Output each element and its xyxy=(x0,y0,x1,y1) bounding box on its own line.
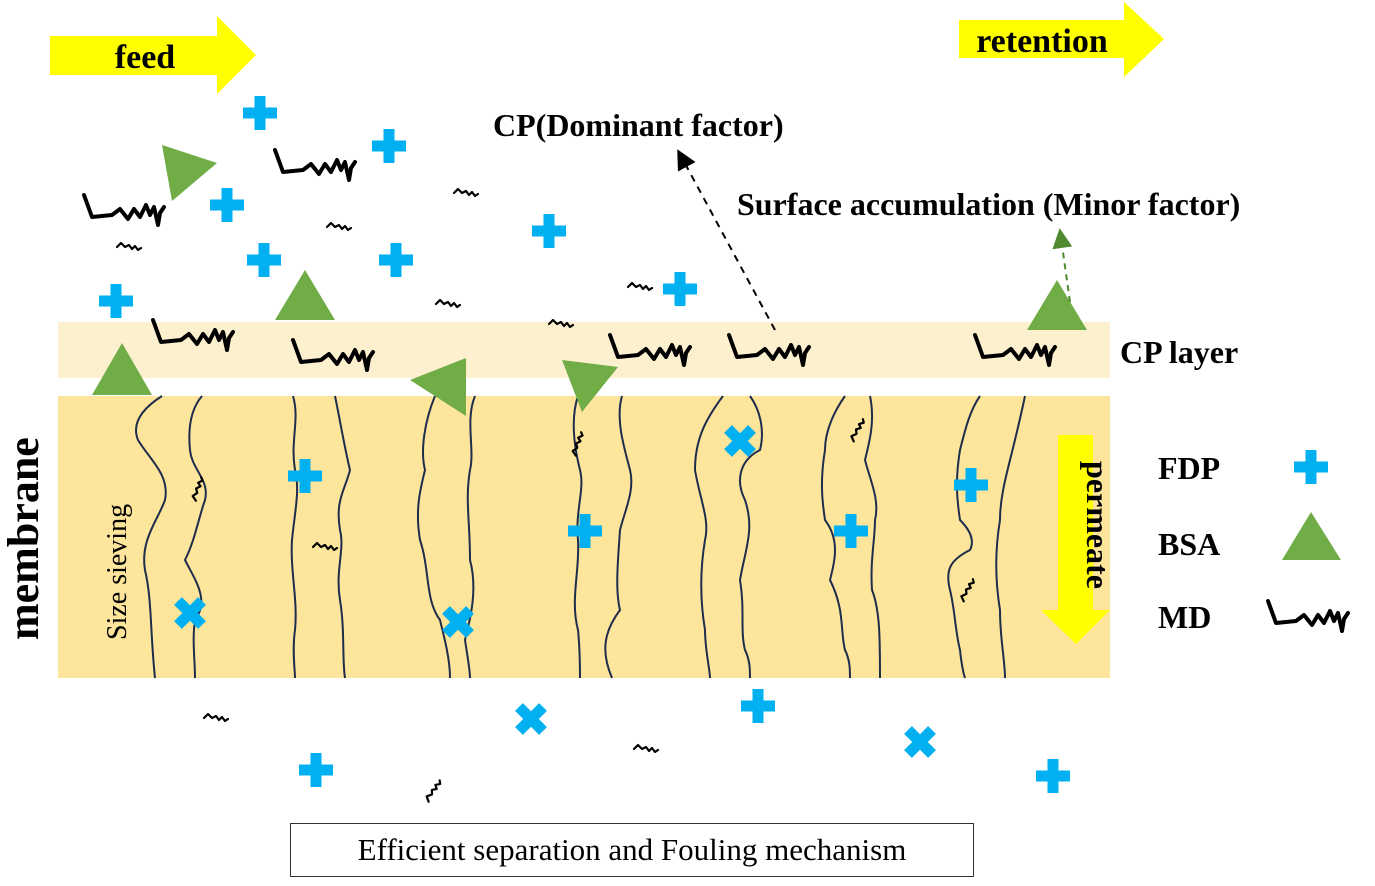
size-sieving-label: Size sieving xyxy=(102,504,133,640)
legend-md-icon xyxy=(1266,599,1350,633)
legend-label-fdp: FDP xyxy=(1158,450,1220,486)
feed-label: feed xyxy=(115,39,176,76)
caption-text: Efficient separation and Fouling mechani… xyxy=(357,832,907,867)
md-small xyxy=(202,712,230,723)
fdp-cross xyxy=(1036,759,1070,793)
legend: FDP BSA MD xyxy=(1158,450,1350,635)
permeate-arrow: permeate xyxy=(1041,435,1116,644)
md-small xyxy=(626,281,654,292)
permeate-label: permeate xyxy=(1080,461,1116,589)
fdp-x xyxy=(895,717,945,767)
membrane-pores xyxy=(135,395,1026,679)
membrane-label: membrane xyxy=(0,437,48,640)
md-small xyxy=(434,298,462,309)
bsa-triangle xyxy=(275,270,335,320)
fdp-cross xyxy=(210,188,244,222)
md-small xyxy=(423,777,443,805)
cp-dominant-label: CP(Dominant factor) xyxy=(493,107,784,143)
fdp-x xyxy=(506,694,556,744)
legend-bsa-icon xyxy=(1282,512,1341,560)
bsa-particles xyxy=(92,145,1087,416)
surface-accumulation-label: Surface accumulation (Minor factor) xyxy=(737,186,1240,222)
feed-arrow: feed xyxy=(50,16,256,94)
fdp-cross xyxy=(299,753,333,787)
caption-box: Efficient separation and Fouling mechani… xyxy=(290,823,974,877)
md-squiggle xyxy=(273,148,357,182)
cp-layer-label: CP layer xyxy=(1120,334,1238,370)
cp-dominant-arrow xyxy=(677,149,776,331)
bsa-triangle xyxy=(162,145,217,201)
md-small xyxy=(325,221,353,232)
bsa-triangle xyxy=(562,360,618,412)
fdp-cross xyxy=(532,214,566,248)
md-small xyxy=(452,187,480,198)
legend-fdp-icon xyxy=(1294,450,1328,484)
fdp-cross xyxy=(663,272,697,306)
fdp-cross xyxy=(379,243,413,277)
bsa-triangle xyxy=(1027,280,1087,330)
md-squiggle xyxy=(82,193,166,227)
bsa-triangle xyxy=(410,358,466,416)
fdp-cross xyxy=(99,284,133,318)
bsa-triangle xyxy=(92,343,152,395)
legend-label-md: MD xyxy=(1158,599,1211,635)
fdp-cross xyxy=(243,96,277,130)
fdp-cross xyxy=(372,129,406,163)
legend-label-bsa: BSA xyxy=(1158,526,1220,562)
md-small xyxy=(632,743,660,754)
md-small xyxy=(115,241,143,252)
fdp-cross xyxy=(741,689,775,723)
retention-arrow: retention xyxy=(959,2,1164,77)
retention-label: retention xyxy=(976,23,1108,60)
fdp-cross xyxy=(247,243,281,277)
